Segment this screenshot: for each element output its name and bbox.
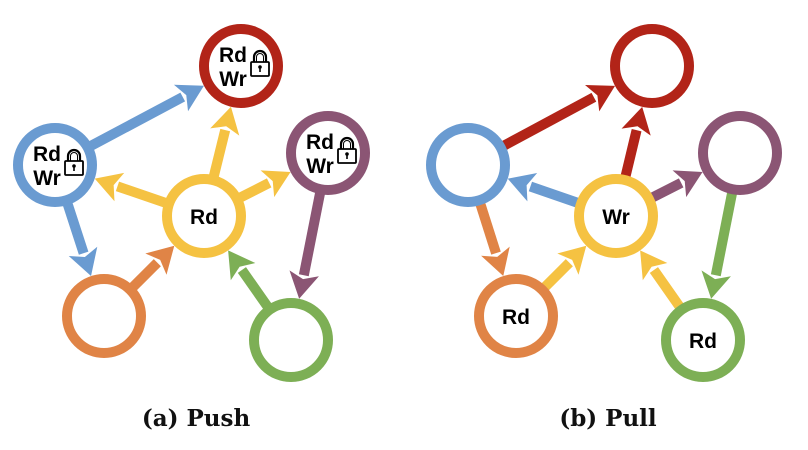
arrow-blue-to-red: [87, 84, 204, 151]
arrow-blue-to-orange: [62, 201, 98, 277]
node-circle: [162, 174, 246, 258]
arrow-shaft: [540, 259, 573, 292]
arrow-shaft: [475, 201, 501, 255]
arrow-head-icon: [210, 106, 240, 136]
node-circle: [199, 24, 283, 108]
node-red: [610, 24, 694, 108]
arrow-shaft: [62, 201, 89, 255]
arrow-shaft: [649, 267, 685, 311]
arrow-yellow-to-red: [620, 106, 651, 179]
arrow-orange-to-yellow: [128, 245, 175, 292]
node-label-wr: Wr: [33, 167, 61, 190]
arrow-shaft: [298, 191, 326, 277]
arrow-head-icon: [173, 84, 204, 112]
lock-icon: [337, 136, 357, 164]
arrow-head-icon: [145, 245, 175, 275]
arrow-head-icon: [640, 250, 668, 281]
arrow-head-icon: [260, 170, 291, 198]
arrow-head-icon: [481, 246, 510, 276]
node-label: Wr: [602, 206, 630, 229]
lock-icon: [64, 148, 84, 176]
node-circle: [62, 274, 146, 358]
arrow-head-icon: [289, 270, 319, 299]
arrow-purple-to-green: [701, 191, 738, 299]
arrow-yellow-to-purple: [237, 170, 291, 203]
node-circle: [661, 298, 745, 382]
arrow-head-icon: [557, 245, 587, 275]
node-yellow: Rd: [162, 174, 246, 258]
node-green: Rd: [661, 298, 745, 382]
node-circle: [13, 123, 97, 207]
node-orange: Rd: [474, 274, 558, 358]
arrow-shaft: [649, 178, 684, 203]
node-label-wr: Wr: [219, 68, 247, 91]
arrow-shaft: [87, 92, 186, 151]
node-label: Rd: [190, 206, 218, 229]
node-label: Rd: [502, 306, 530, 329]
arrow-blue-to-red: [500, 85, 616, 151]
arrow-green-to-yellow: [228, 250, 273, 311]
arrow-blue-to-orange: [475, 201, 510, 276]
node-label-rd: Rd: [33, 143, 61, 166]
node-blue: [426, 123, 510, 207]
node-label-rd: Rd: [219, 44, 247, 67]
arrow-yellow-to-purple: [649, 170, 703, 203]
node-green: [249, 298, 333, 382]
node-circle: [698, 111, 782, 195]
node-label-rd: Rd: [306, 131, 334, 154]
caption-pull: (b) Pull: [559, 405, 657, 432]
arrow-shaft: [620, 129, 642, 179]
lock-icon: [250, 49, 270, 77]
arrow-shaft: [500, 92, 597, 151]
arrow-orange-to-yellow: [540, 245, 587, 292]
arrow-shaft: [237, 267, 273, 311]
node-purple: [698, 111, 782, 195]
arrow-head-icon: [68, 246, 98, 277]
arrow-head-icon: [228, 250, 256, 281]
arrow-head-icon: [672, 170, 703, 198]
arrow-yellow-to-blue: [94, 172, 168, 208]
node-circle: [474, 274, 558, 358]
node-circle: [426, 123, 510, 207]
node-circle: [286, 111, 370, 195]
arrow-head-icon: [701, 270, 731, 299]
node-circle: [249, 298, 333, 382]
node-yellow: Wr: [574, 174, 658, 258]
arrow-head-icon: [585, 85, 616, 112]
arrow-shaft: [710, 191, 738, 277]
arrow-shaft: [528, 181, 580, 208]
arrow-shaft: [115, 181, 168, 208]
node-circle: [574, 174, 658, 258]
arrow-shaft: [237, 178, 272, 203]
node-label: Rd: [689, 330, 717, 353]
arrow-green-to-yellow: [640, 250, 685, 311]
arrow-head-icon: [507, 172, 538, 202]
arrow-shaft: [128, 259, 161, 292]
node-orange: [62, 274, 146, 358]
arrow-yellow-to-red: [208, 106, 240, 179]
node-label-wr: Wr: [306, 155, 334, 178]
arrow-purple-to-green: [289, 191, 326, 299]
arrow-shaft: [208, 128, 231, 179]
caption-push: (a) Push: [142, 405, 251, 432]
arrow-head-icon: [94, 172, 125, 202]
arrow-yellow-to-blue: [507, 172, 580, 208]
node-circle: [610, 24, 694, 108]
arrow-head-icon: [621, 106, 651, 136]
